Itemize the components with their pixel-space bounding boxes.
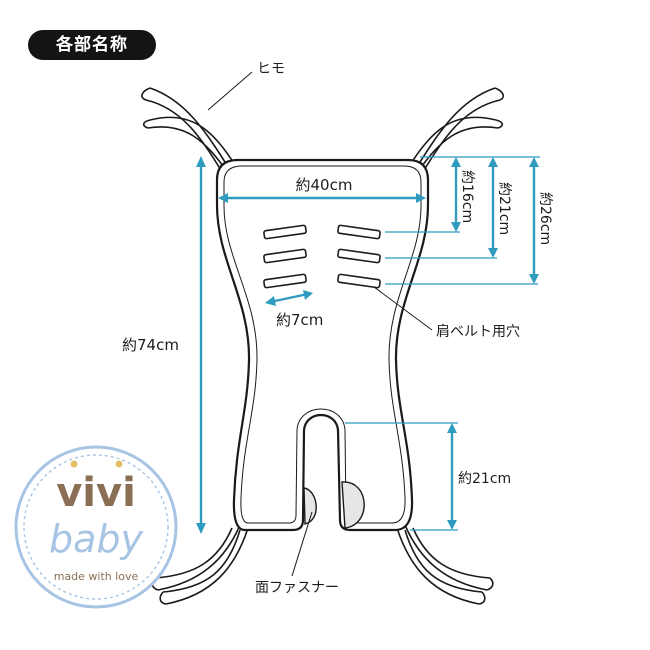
dim-26-label: 約26cm	[537, 192, 553, 245]
carrier-body-stitch	[223, 165, 422, 524]
dim-width	[218, 193, 426, 203]
logo-word-vivi: vivi	[56, 470, 136, 516]
leader-hook-loop	[291, 511, 313, 577]
slot-left-2	[263, 248, 307, 264]
strap-bottom-left	[151, 524, 249, 605]
logo-dot-1	[70, 460, 78, 468]
hook-loop-patch	[341, 481, 365, 529]
dim-21-bottom	[447, 423, 457, 530]
vivi-baby-logo: vivi baby made with love	[14, 445, 178, 609]
dim-16-label: 約16cm	[459, 170, 475, 223]
shoulder-belt-slots	[263, 224, 381, 289]
strap-top-left	[141, 87, 238, 174]
dim-width-label: 約40cm	[296, 176, 353, 194]
label-hook-loop: 面ファスナー	[255, 580, 339, 596]
dim-16	[451, 157, 461, 232]
slot-right-2	[337, 248, 381, 264]
slot-left-1	[263, 224, 307, 240]
slot-right-1	[337, 224, 381, 240]
logo-tagline: made with love	[54, 570, 139, 583]
leader-strap	[207, 71, 253, 111]
carrier-body-outline	[215, 158, 430, 532]
strap-bottom-right	[396, 524, 494, 605]
dim-21-top	[488, 157, 498, 258]
logo-word-baby: baby	[49, 517, 144, 561]
hook-loop-patch-left	[303, 487, 317, 525]
dim-slot-label: 約7cm	[276, 311, 323, 329]
dim-21-top-label: 約21cm	[496, 182, 512, 235]
logo-dot-2	[115, 460, 123, 468]
strap-top-right	[407, 87, 505, 174]
leader-belt-hole	[373, 286, 433, 331]
label-shoulder-belt-hole: 肩ベルト用穴	[436, 324, 520, 340]
dim-26	[529, 157, 539, 284]
slot-left-3	[263, 273, 307, 289]
label-strap: ヒモ	[257, 61, 285, 77]
dim-slot	[265, 290, 313, 306]
section-title-badge: 各部名称	[28, 30, 156, 60]
dim-21-bottom-label: 約21cm	[458, 471, 511, 487]
dim-height	[196, 156, 206, 534]
dim-height-label: 約74cm	[122, 336, 179, 354]
slot-right-3	[337, 273, 381, 289]
